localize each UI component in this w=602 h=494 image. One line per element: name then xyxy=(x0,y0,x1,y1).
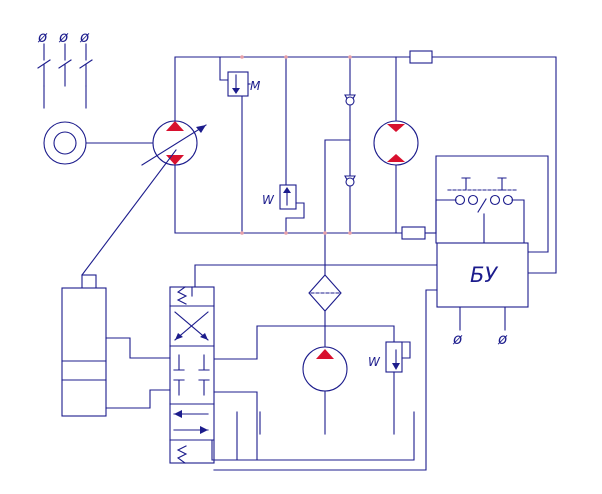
control-unit-label: БУ xyxy=(470,263,498,287)
directional-valve xyxy=(169,286,215,464)
electric-motor xyxy=(43,121,153,165)
lower-pump xyxy=(302,325,348,435)
flow-sensor-top xyxy=(409,50,433,64)
relief-valve-lower: W xyxy=(368,341,411,435)
relief-valve-upper: M xyxy=(219,56,261,234)
filter xyxy=(211,274,395,360)
phase-symbol-l2: ø xyxy=(58,28,69,46)
hydraulic-cylinder xyxy=(61,149,177,417)
valve-control-line-bottom xyxy=(213,289,438,471)
tank xyxy=(236,411,415,461)
pressure-line-top xyxy=(174,56,557,274)
spring-symbol-lower: W xyxy=(368,355,381,369)
spring-symbol-middle: W xyxy=(262,193,275,207)
flow-sensor-bottom xyxy=(401,226,426,240)
pump-control-rod xyxy=(81,149,177,276)
valve-return-line xyxy=(211,391,258,461)
pressure-switches xyxy=(435,177,525,244)
check-valves xyxy=(324,56,356,287)
control-unit-phase-left: ø xyxy=(452,330,463,348)
phase-symbol-l3: ø xyxy=(79,28,90,46)
control-unit: БУ ø ø xyxy=(435,155,549,348)
valve-control-line-top xyxy=(194,264,437,288)
junctions xyxy=(240,55,352,235)
control-unit-phase-right: ø xyxy=(497,330,508,348)
hydraulic-motor xyxy=(373,56,419,234)
phase-symbol-l1: ø xyxy=(37,28,48,46)
relief-valve-middle: W xyxy=(262,56,305,234)
spring-symbol-upper: M xyxy=(250,79,261,93)
three-phase-supply: ø ø ø xyxy=(37,28,93,109)
